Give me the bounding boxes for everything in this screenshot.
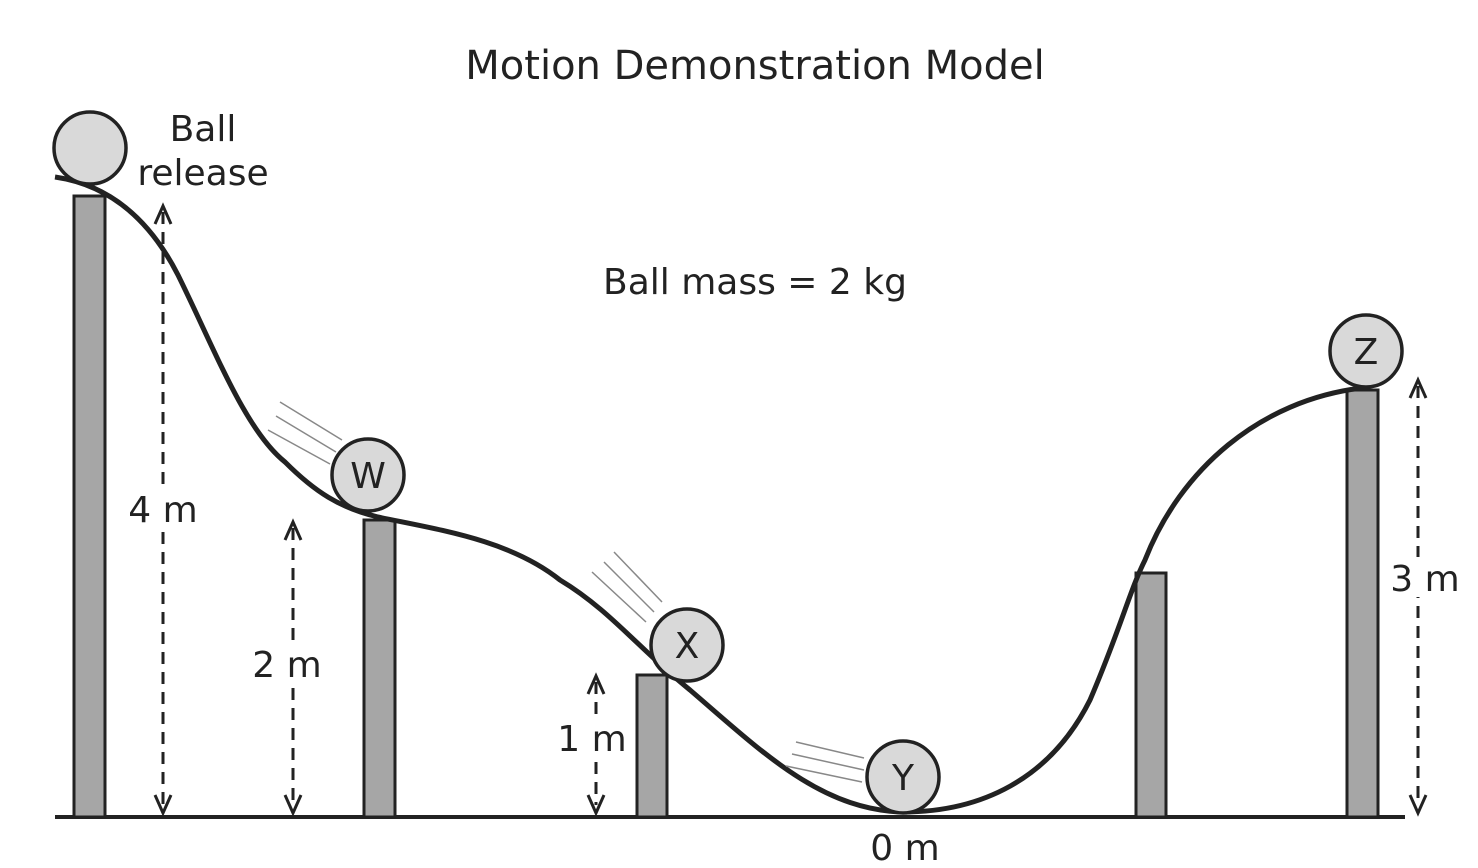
height-label-w: 2 m bbox=[252, 645, 321, 686]
diagram-title: Motion Demonstration Model bbox=[465, 43, 1044, 89]
height-arrow-w bbox=[283, 518, 303, 817]
support-post-w bbox=[362, 518, 397, 819]
ball-z-label: Z bbox=[1354, 332, 1379, 373]
height-label-z: 3 m bbox=[1390, 559, 1459, 600]
support-post-x bbox=[635, 673, 669, 819]
height-label-release: 4 m bbox=[128, 490, 197, 531]
height-label-w-bg bbox=[252, 644, 326, 684]
height-arrow-release bbox=[153, 202, 173, 817]
height-label-y: 0 m bbox=[870, 828, 939, 868]
height-label-x-bg bbox=[556, 718, 630, 758]
ball-y: Y bbox=[865, 739, 941, 815]
ball-x: X bbox=[649, 607, 725, 683]
ball-z: Z bbox=[1328, 313, 1404, 389]
ball-x-label: X bbox=[675, 626, 700, 667]
ball-w: W bbox=[330, 437, 406, 513]
support-post-right-middle bbox=[1134, 571, 1168, 819]
support-post-release bbox=[72, 194, 107, 819]
motion-lines-y bbox=[785, 741, 865, 783]
support-post-z bbox=[1345, 388, 1380, 819]
height-label-release-bg bbox=[124, 488, 202, 528]
ball-w-label: W bbox=[350, 456, 386, 497]
release-label-line2: release bbox=[137, 153, 268, 194]
release-ball bbox=[52, 110, 128, 186]
motion-lines-x bbox=[591, 551, 663, 623]
ball-y-label: Y bbox=[891, 758, 915, 799]
mass-label: Ball mass = 2 kg bbox=[603, 262, 907, 303]
release-label-line1: Ball bbox=[170, 109, 237, 150]
motion-lines-w bbox=[267, 401, 343, 465]
height-label-x: 1 m bbox=[557, 719, 626, 760]
height-label-z-bg bbox=[1388, 557, 1466, 597]
